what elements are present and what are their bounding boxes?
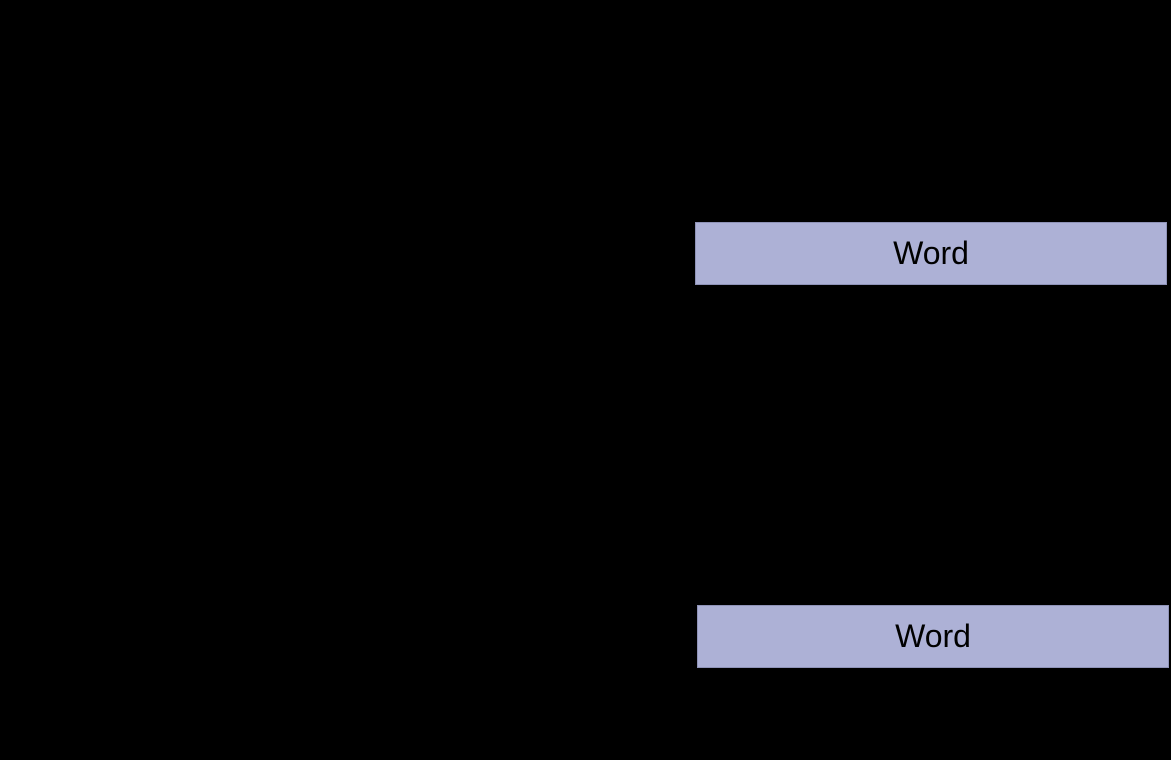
word-box-top-label: Word [893, 235, 969, 271]
word-box-bottom: Word [697, 605, 1169, 668]
word-box-top: Word [695, 222, 1167, 285]
word-box-bottom-label: Word [895, 618, 971, 654]
